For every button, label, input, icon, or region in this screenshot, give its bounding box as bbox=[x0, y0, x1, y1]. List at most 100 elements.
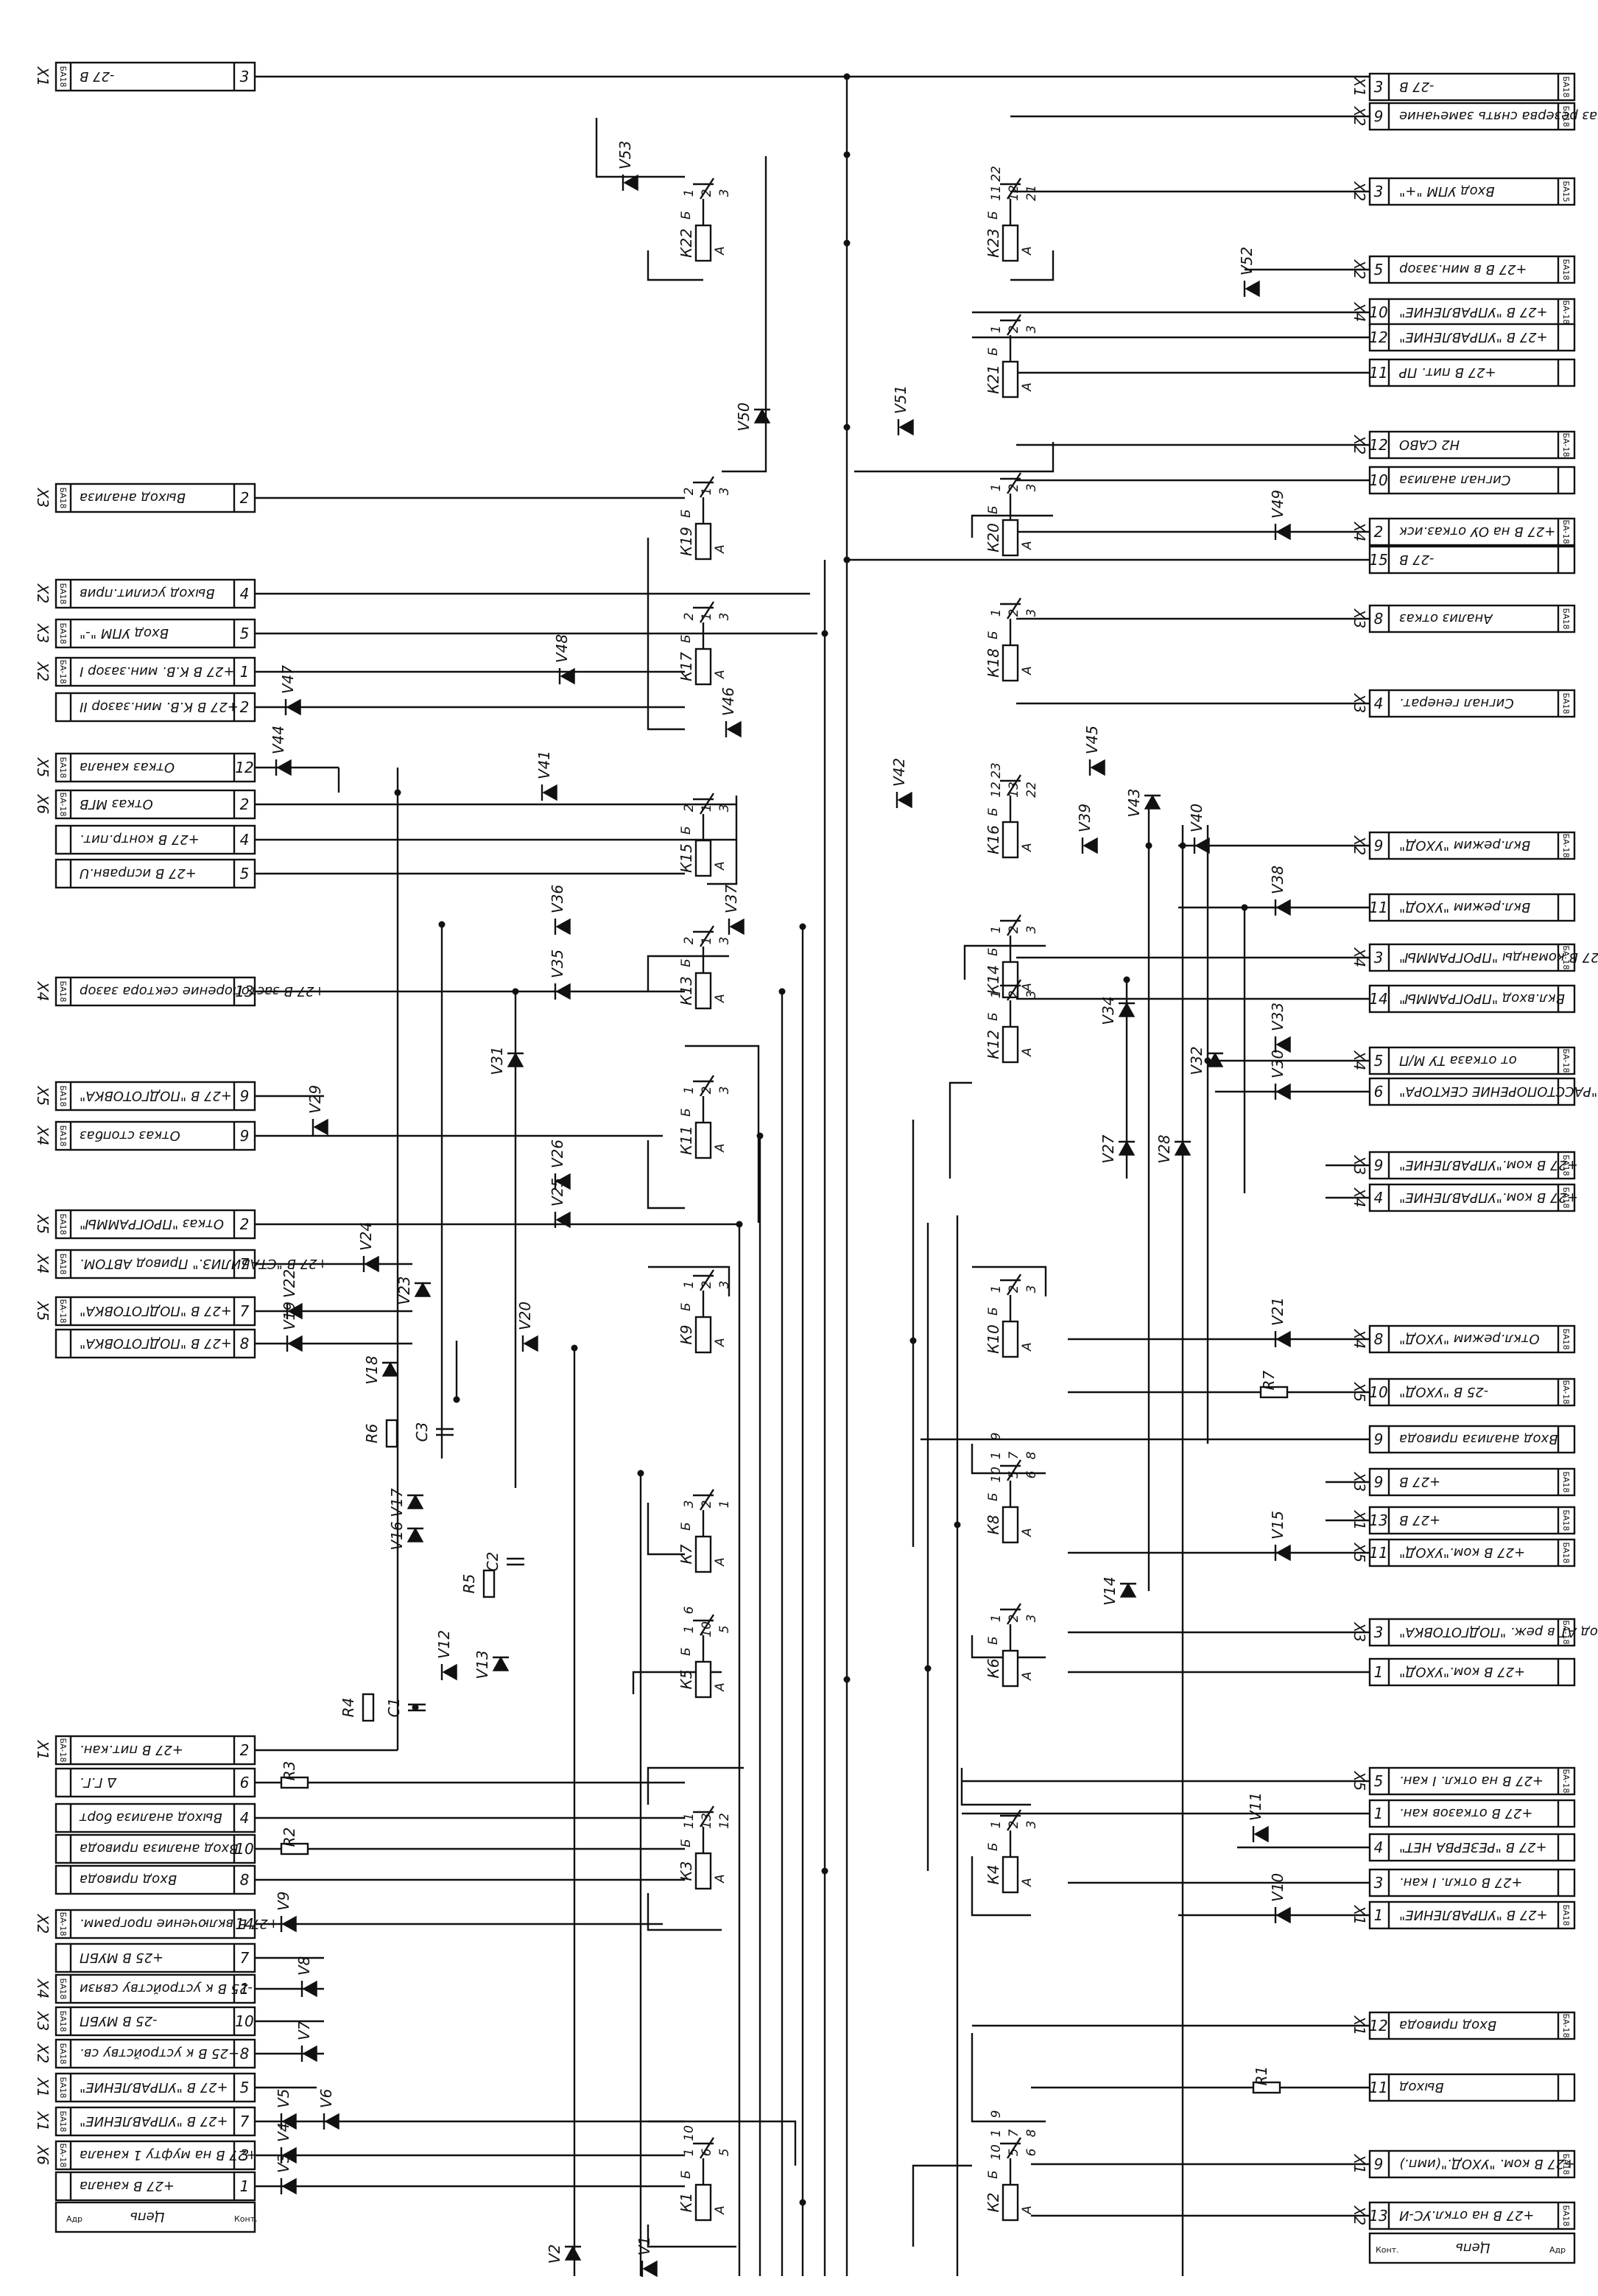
signal-label: +27 В ком."УХОД" bbox=[1399, 1664, 1525, 1679]
diode-body bbox=[276, 759, 292, 776]
connector-cell bbox=[1368, 545, 1576, 575]
block-label: БА-18 bbox=[1561, 432, 1571, 457]
contact-pin: 3 bbox=[717, 189, 732, 197]
diode-v11: V11 bbox=[1247, 1792, 1269, 1843]
relay-name: К11 bbox=[677, 1126, 695, 1155]
pin-number: 9 bbox=[1374, 108, 1384, 125]
signal-label: -27 В bbox=[1399, 552, 1434, 567]
left-connector-row: 6Δ Г.Г. bbox=[54, 1767, 256, 1798]
signal-label: Вкл.режим "УХОД" bbox=[1399, 899, 1530, 915]
pin-number: 8 bbox=[1374, 610, 1384, 628]
relay-name: К14 bbox=[985, 965, 1002, 994]
diode-body bbox=[281, 1915, 297, 1933]
pin-number: 4 bbox=[1374, 695, 1384, 712]
signal-label: +27 В bbox=[1399, 1512, 1440, 1528]
resistor-label: R6 bbox=[363, 1424, 381, 1444]
junction-dot bbox=[821, 1867, 828, 1875]
connector-cell bbox=[54, 1802, 256, 1833]
pin-a: А bbox=[713, 1874, 728, 1884]
pin-a: А bbox=[1020, 666, 1035, 675]
relay-name: К21 bbox=[985, 365, 1002, 394]
diode-v45: V45 bbox=[1083, 726, 1105, 776]
signal-label: Н2 САВО bbox=[1399, 437, 1460, 452]
connector-label: Х3 bbox=[1351, 608, 1368, 628]
diode-v38: V38 bbox=[1269, 866, 1291, 916]
connector-label: Х3 bbox=[1351, 1155, 1368, 1175]
junction-dot bbox=[394, 789, 401, 796]
diode-v10: V10 bbox=[1269, 1873, 1291, 1924]
block-label: БА-18 bbox=[1561, 519, 1571, 544]
diode-body bbox=[1275, 1036, 1291, 1053]
signal-label: +27 В "УПРАВЛЕНИЕ" bbox=[1399, 304, 1548, 320]
contact-pin: 5 bbox=[1007, 2149, 1021, 2157]
wire bbox=[647, 1140, 685, 1210]
contact-pin: 11 bbox=[989, 185, 1004, 201]
connector-label: Х4 bbox=[1351, 1050, 1368, 1070]
junction-dot bbox=[736, 1221, 743, 1228]
diode-v30: V30 bbox=[1269, 1050, 1291, 1100]
relay-name: К12 bbox=[985, 1030, 1002, 1059]
contact-pin: 12 bbox=[717, 1813, 732, 1829]
connector-cell bbox=[54, 1833, 256, 1864]
capacitor-label: C3 bbox=[413, 1422, 431, 1442]
relay-contact bbox=[1006, 597, 1022, 619]
pin-number: 11 bbox=[1369, 899, 1387, 916]
header-circ: Цепь bbox=[1455, 2240, 1490, 2255]
relay-name: К17 bbox=[677, 652, 695, 681]
pin-number: 2 bbox=[240, 796, 250, 813]
diode-v31: V31 bbox=[488, 1046, 524, 1075]
pin-b: Б bbox=[986, 347, 1001, 356]
signal-label: Анализ отказ bbox=[1399, 611, 1493, 626]
right-connector-row: 1+27 В отказов кан. bbox=[1368, 1799, 1576, 1828]
connector-label: Х4 bbox=[34, 1979, 52, 1998]
diode-v14: V14 bbox=[1101, 1576, 1137, 1606]
connector-cell bbox=[54, 618, 256, 649]
connector-cell bbox=[1368, 1657, 1576, 1687]
connector-label: Х4 bbox=[34, 981, 52, 1001]
header-cont: Конт. bbox=[234, 2214, 258, 2224]
wire bbox=[971, 2033, 1046, 2123]
diode-v7: V7 bbox=[295, 2021, 317, 2062]
contact-pin: 3 bbox=[1024, 991, 1039, 999]
relay-coil bbox=[1002, 519, 1019, 557]
pin-b: Б bbox=[679, 958, 694, 967]
pin-number: 1 bbox=[1374, 1805, 1384, 1822]
diode-label: V40 bbox=[1188, 804, 1205, 832]
contact-pin: 13 bbox=[1007, 782, 1021, 798]
relay-name: К22 bbox=[677, 228, 695, 258]
connector-label: Х4 bbox=[34, 1126, 52, 1145]
connector-cell bbox=[54, 482, 256, 513]
signal-label: -27 В bbox=[80, 69, 114, 84]
block-label: БА18 bbox=[58, 1253, 68, 1274]
pin-number: 5 bbox=[240, 625, 250, 642]
relay-contact bbox=[699, 1489, 715, 1511]
resistor-r2: R2 bbox=[280, 1828, 309, 1856]
contact-pin: 2 bbox=[682, 804, 697, 812]
connector-label: Х3 bbox=[1351, 693, 1368, 713]
contact-pin: 9 bbox=[989, 2110, 1004, 2118]
connector-cell bbox=[54, 1909, 256, 1939]
pin-number: 12 bbox=[1369, 329, 1387, 346]
pin-b: Б bbox=[679, 634, 694, 643]
connector-cell bbox=[54, 1120, 256, 1151]
block-label: БА-18 bbox=[1561, 2013, 1571, 2037]
diode-body bbox=[560, 667, 575, 685]
diode-v5: V5 bbox=[275, 2089, 297, 2130]
relay-contact bbox=[699, 1614, 715, 1636]
signal-label: +27 В "ПОДГОТОВКА" bbox=[80, 1335, 232, 1351]
signal-label: +27 В ком. "УХОД."(имп.) bbox=[1399, 2156, 1575, 2172]
diode-body bbox=[555, 1211, 571, 1229]
block-label: БА18 bbox=[58, 1085, 68, 1106]
diode-v37: V37 bbox=[722, 885, 745, 935]
connector-cell bbox=[1368, 2011, 1576, 2040]
relay-name: К5 bbox=[677, 1670, 695, 1690]
diode-body bbox=[1275, 1906, 1291, 1924]
junction-dot bbox=[909, 1337, 917, 1344]
relay-contact bbox=[1006, 914, 1022, 936]
